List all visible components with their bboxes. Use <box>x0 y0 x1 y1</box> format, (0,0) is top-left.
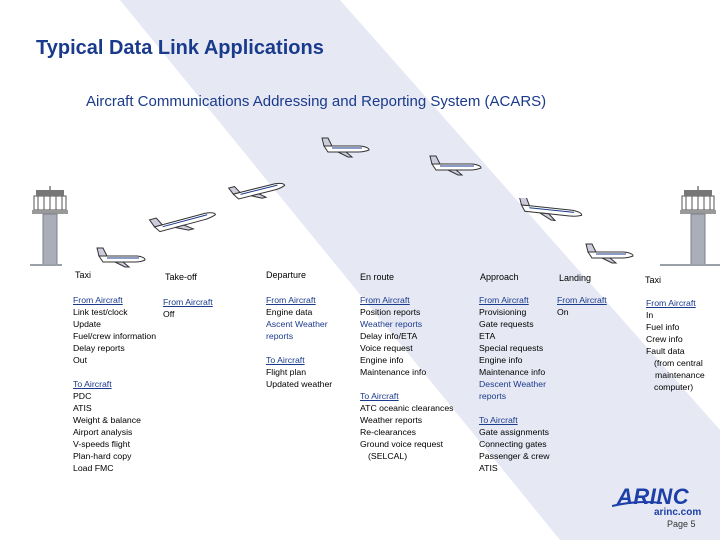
list-item: Engine info <box>360 355 404 365</box>
list-item: Crew info <box>646 334 683 344</box>
approach-to-heading: To Aircraft <box>479 415 518 425</box>
phase-enroute: En route <box>360 272 395 282</box>
list-item: Out <box>73 355 88 365</box>
list-item: Delay reports <box>73 343 125 353</box>
landing-from-heading: From Aircraft <box>557 295 607 305</box>
approach-from-heading: From Aircraft <box>479 295 529 305</box>
list-item: Weight & balance <box>73 415 141 425</box>
control-tower-left <box>32 186 68 266</box>
phase-approach: Approach <box>480 272 519 282</box>
list-item: Weather reports <box>360 415 423 425</box>
list-item: maintenance <box>655 370 705 380</box>
takeoff-column: From Aircraft Off <box>163 296 213 320</box>
departure-from-heading: From Aircraft <box>266 295 316 305</box>
list-item: Airport analysis <box>73 427 133 437</box>
phase-takeoff: Take-off <box>165 272 197 282</box>
taxi-in-column: From Aircraft In Fuel info Crew info Fau… <box>646 297 705 393</box>
page-number: Page 5 <box>667 519 696 529</box>
list-item: Maintenance info <box>479 367 546 377</box>
enroute-from-heading: From Aircraft <box>360 295 410 305</box>
list-item-highlight: Ascent Weather <box>266 319 328 329</box>
list-item: Load FMC <box>73 463 114 473</box>
takeoff-from-heading: From Aircraft <box>163 297 213 307</box>
landing-column: From Aircraft On <box>557 294 607 318</box>
list-item: Provisioning <box>479 307 527 317</box>
list-item: Updated weather <box>266 379 333 389</box>
list-item: Engine info <box>479 355 523 365</box>
list-item: Maintenance info <box>360 367 427 377</box>
taxi-in-from-heading: From Aircraft <box>646 298 696 308</box>
list-item: Link test/clock <box>73 307 128 317</box>
list-item: Plan-hard copy <box>73 451 132 461</box>
list-item: Position reports <box>360 307 421 317</box>
list-item: In <box>646 310 654 320</box>
phase-taxi-out: Taxi <box>75 270 92 280</box>
list-item: Voice request <box>360 343 413 353</box>
arinc-logo-swoosh-icon <box>612 501 662 507</box>
list-item: Connecting gates <box>479 439 547 449</box>
taxi-out-to-heading: To Aircraft <box>73 379 112 389</box>
list-item: Fuel info <box>646 322 680 332</box>
slide-subtitle: Aircraft Communications Addressing and R… <box>86 93 547 110</box>
list-item: Gate assignments <box>479 427 550 437</box>
aircraft-enroute-icon <box>429 155 482 176</box>
approach-column: From Aircraft Provisioning Gate requests… <box>479 294 550 474</box>
aircraft-climb-icon <box>321 137 370 158</box>
list-item: ETA <box>479 331 496 341</box>
list-item-highlight: reports <box>479 391 507 401</box>
list-item: Flight plan <box>266 367 307 377</box>
enroute-to-heading: To Aircraft <box>360 391 399 401</box>
list-item: Passenger & crew <box>479 451 550 461</box>
list-item: Delay info/ETA <box>360 331 418 341</box>
list-item: computer) <box>654 382 694 392</box>
arinc-logo: ARINC <box>617 484 690 509</box>
aircraft-departure-icon <box>228 182 286 200</box>
list-item: ATC oceanic clearances <box>360 403 454 413</box>
phase-landing: Landing <box>559 273 592 283</box>
arinc-url: arinc.com <box>654 507 702 518</box>
list-item: (from central <box>654 358 703 368</box>
taxi-out-from-heading: From Aircraft <box>73 295 123 305</box>
list-item: Engine data <box>266 307 313 317</box>
aircraft-descent-icon <box>518 198 583 222</box>
list-item: (SELCAL) <box>368 451 408 461</box>
aircraft-takeoff-icon <box>148 212 217 233</box>
aircraft-landing-icon <box>585 243 634 264</box>
list-item: PDC <box>73 391 92 401</box>
ground-line <box>30 264 720 266</box>
list-item: On <box>557 307 569 317</box>
slide-title: Typical Data Link Applications <box>36 37 324 59</box>
control-tower-right <box>680 186 716 266</box>
list-item-highlight: Weather reports <box>360 319 423 329</box>
enroute-column: From Aircraft Position reports Weather r… <box>360 294 454 462</box>
list-item: Re-clearances <box>360 427 417 437</box>
phase-taxi-in: Taxi <box>645 275 662 285</box>
list-item: Update <box>73 319 102 329</box>
phase-departure: Departure <box>266 270 307 280</box>
departure-column: From Aircraft Engine data Ascent Weather… <box>266 294 332 390</box>
list-item: ATIS <box>73 403 92 413</box>
taxi-out-column: From Aircraft Link test/clock Update Fue… <box>73 294 156 474</box>
list-item: Off <box>163 309 175 319</box>
list-item: Gate requests <box>479 319 534 329</box>
list-item-highlight: Descent Weather <box>479 379 546 389</box>
list-item: Fault data <box>646 346 685 356</box>
departure-to-heading: To Aircraft <box>266 355 305 365</box>
list-item: Fuel/crew information <box>73 331 157 341</box>
list-item: Ground voice request <box>360 439 444 449</box>
aircraft-taxi-icon <box>96 247 146 268</box>
list-item: V-speeds flight <box>73 439 130 449</box>
list-item: Special requests <box>479 343 544 353</box>
list-item: ATIS <box>479 463 498 473</box>
list-item-highlight: reports <box>266 331 294 341</box>
